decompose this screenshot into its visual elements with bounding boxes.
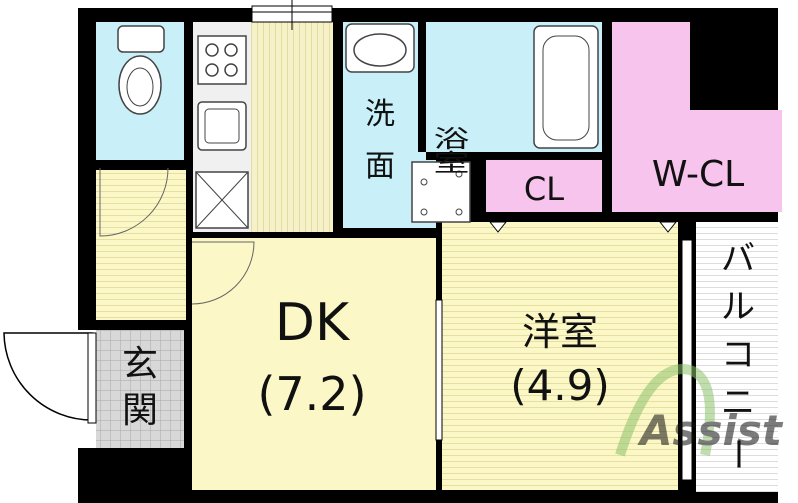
washbasin-icon <box>345 23 415 73</box>
western-size-label: (4.9) <box>510 361 610 410</box>
entrance-area <box>96 330 184 448</box>
western-sliding-door[interactable] <box>435 299 443 441</box>
bath-label: 浴室 <box>428 126 469 174</box>
toilet-icon <box>117 25 165 115</box>
western-room-area <box>442 222 678 490</box>
hallway <box>96 170 186 320</box>
kitchen-floor <box>251 22 333 232</box>
balcony-label: バ ル コ ニ ー <box>717 239 757 471</box>
dk-door[interactable] <box>191 241 255 305</box>
washroom-label-2: 面 <box>365 149 395 184</box>
closet-area <box>486 160 602 212</box>
balcony-char-0: バ <box>721 239 755 279</box>
dk-label: DK <box>275 293 351 353</box>
washroom-label-1: 洗 <box>365 97 395 132</box>
walk-in-closet-label: W-CL <box>652 154 744 195</box>
dk-area <box>192 238 436 490</box>
dk-size-label: (7.2) <box>257 367 366 421</box>
washing-machine-icon <box>411 161 471 223</box>
balcony-char-2: コ <box>721 335 755 375</box>
fridge-space-icon <box>195 171 249 229</box>
balcony-char-4: ー <box>717 437 757 471</box>
walk-in-closet-area <box>612 22 690 212</box>
stove-icon <box>197 35 247 85</box>
entrance-label-1: 玄 <box>122 344 158 385</box>
closet-label: CL <box>524 170 564 208</box>
balcony-sliding-window[interactable] <box>681 239 693 481</box>
entrance-label-2: 関 <box>122 390 158 431</box>
watermark-text: Assist <box>637 406 784 455</box>
western-room-label: 洋室 <box>522 310 598 354</box>
assist-watermark: Assist <box>615 364 784 457</box>
sink-icon <box>197 101 247 151</box>
toilet-door[interactable] <box>99 167 169 237</box>
entrance-door[interactable] <box>3 332 93 421</box>
balcony-char-1: ル <box>721 287 755 327</box>
bathtub-icon <box>533 25 599 149</box>
balcony-char-3: ニ <box>721 383 755 423</box>
